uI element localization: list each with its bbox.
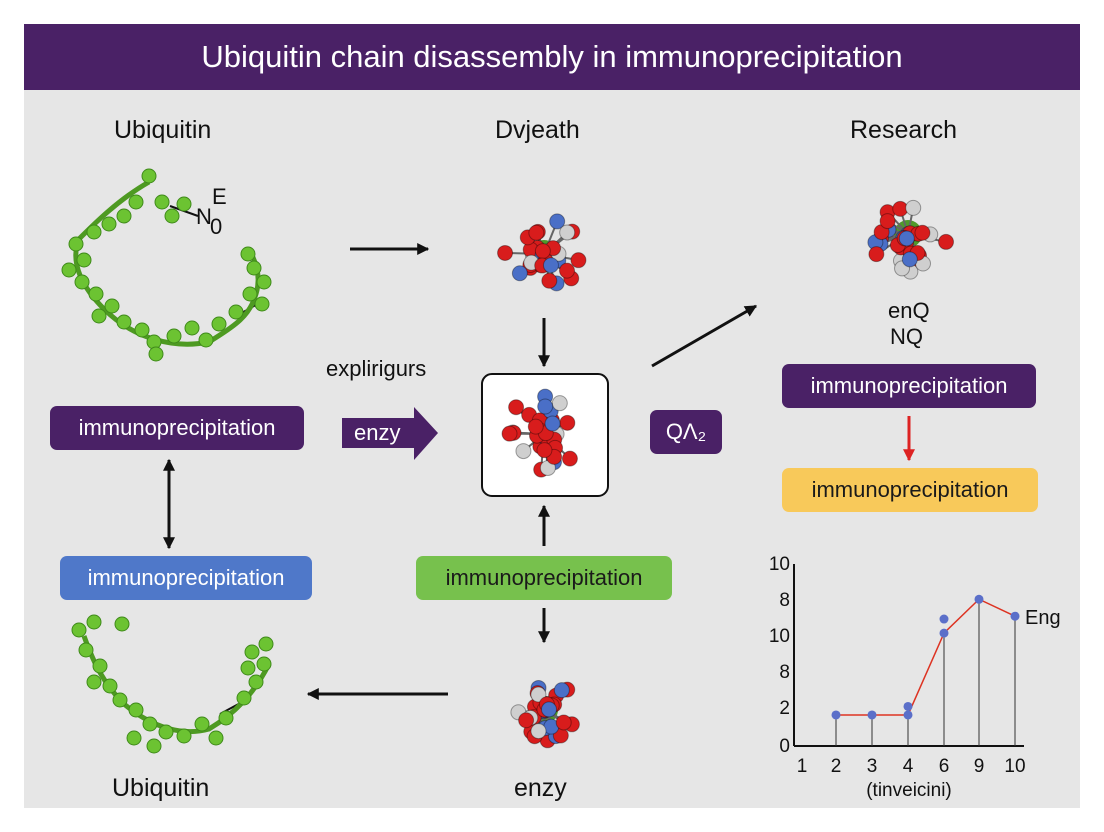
heading-ubiquitin: Ubiquitin xyxy=(114,116,212,144)
y-tick-label: 0 xyxy=(779,736,790,757)
data-point xyxy=(903,710,913,720)
bottom-ubiquitin-label: Ubiquitin xyxy=(112,774,210,802)
q2-pill: QΛ₂ xyxy=(650,410,722,454)
data-point xyxy=(903,701,913,711)
molecule-bottom-center xyxy=(510,679,580,749)
enzy-arrow-shape xyxy=(342,407,438,460)
x-tick-label: 9 xyxy=(974,756,985,777)
blue-immunoprecipitation-pill: immunoprecipitation xyxy=(60,556,312,600)
y-tick-label: 8 xyxy=(779,590,790,611)
x-tick-label: 4 xyxy=(903,756,914,777)
x-tick-label: 1 xyxy=(797,756,808,777)
ne-label-zero: 0 xyxy=(210,214,223,239)
x-tick-label: 3 xyxy=(867,756,878,777)
enq-label: enQ xyxy=(888,298,930,323)
legend-label: Eng xyxy=(1025,607,1061,629)
molecule-center-box xyxy=(501,388,578,478)
y-tick-label: 2 xyxy=(779,698,790,719)
x-tick-label: 10 xyxy=(1004,756,1025,777)
series-line xyxy=(836,598,1016,716)
ne-label-e: E xyxy=(212,184,227,209)
diagram-panel: Ubiquitin chain disassembly in immunopre… xyxy=(24,24,1080,808)
left-immunoprecipitation-pill: immunoprecipitation xyxy=(50,406,304,450)
y-tick-label: 10 xyxy=(769,626,790,647)
data-point xyxy=(939,614,949,624)
arrow-diagonal xyxy=(651,304,758,368)
yellow-immunoprecipitation-pill: immunoprecipitation xyxy=(782,468,1038,512)
molecule-top-center xyxy=(497,213,587,292)
x-tick-label: 6 xyxy=(939,756,950,777)
data-point xyxy=(831,710,841,720)
heading-research: Research xyxy=(850,116,957,144)
ubiquitin-chain-top xyxy=(61,168,272,362)
bottom-enzy-label: enzy xyxy=(514,774,567,802)
molecule-top-right xyxy=(867,199,955,280)
green-immunoprecipitation-pill: immunoprecipitation xyxy=(416,556,672,600)
line-chart: 10 8 10 8 2 01 2 3 4 6 9 10 (tinveicini) Eng xyxy=(769,554,1061,801)
data-point xyxy=(1010,611,1020,621)
molecules-layer xyxy=(497,199,955,749)
nq-label: NQ xyxy=(890,324,923,349)
title-banner: Ubiquitin chain disassembly in immunopre… xyxy=(24,24,1080,90)
ne-label-n: N xyxy=(196,204,212,229)
heading-dvjeath: Dvjeath xyxy=(495,116,580,144)
data-point xyxy=(974,594,984,604)
data-point xyxy=(867,710,877,720)
right-immunoprecipitation-pill: immunoprecipitation xyxy=(782,364,1036,408)
diagram-title: Ubiquitin chain disassembly in immunopre… xyxy=(201,39,903,74)
enzy-arrow-label: enzy xyxy=(354,420,401,445)
x-axis-title: (tinveicini) xyxy=(866,780,952,801)
ubiquitin-chain-bottom xyxy=(71,614,274,754)
y-tick-label: 8 xyxy=(779,662,790,683)
data-point xyxy=(939,628,949,638)
x-tick-label: 2 xyxy=(831,756,842,777)
explirigurs-label: explirigurs xyxy=(326,356,427,381)
y-tick-label: 10 xyxy=(769,554,790,575)
